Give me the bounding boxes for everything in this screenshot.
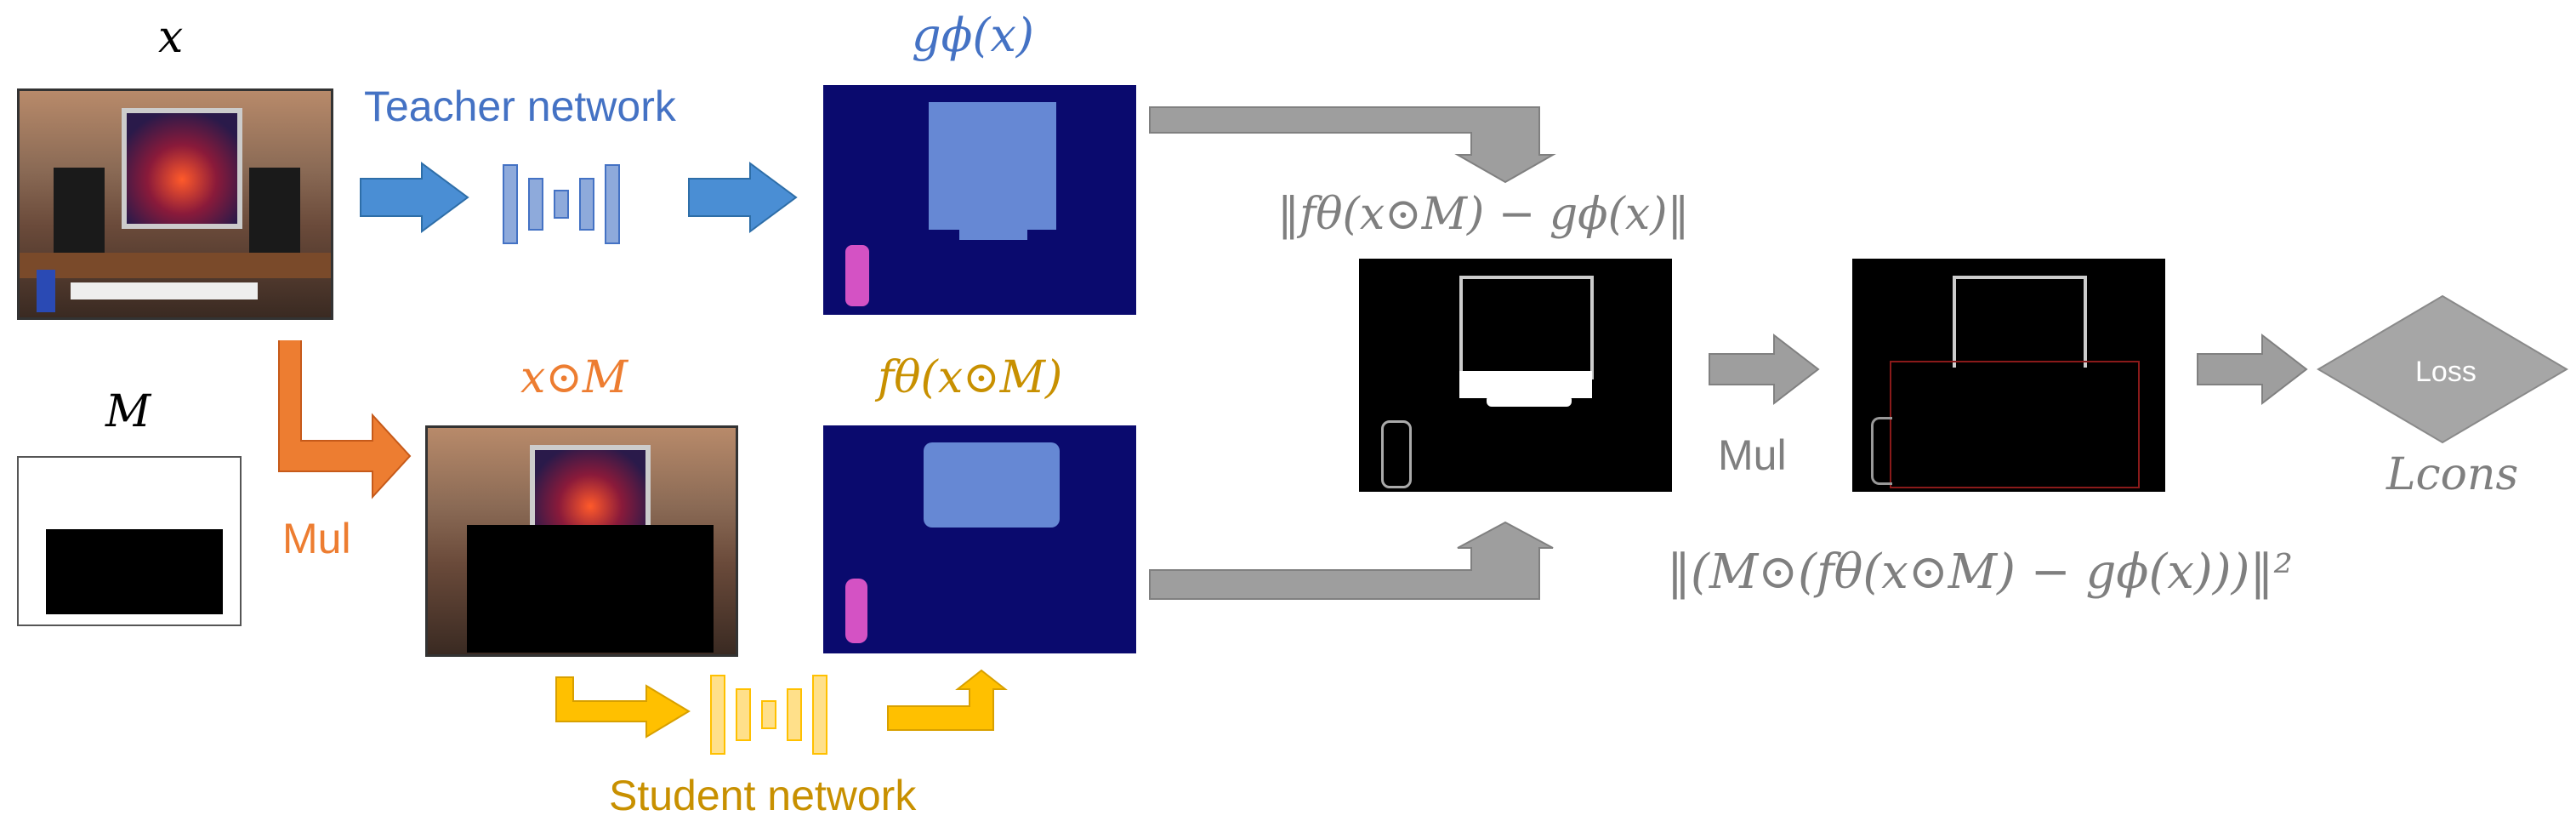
l-cons-label: Lcons xyxy=(2386,449,2519,500)
monitor-shape xyxy=(122,108,242,229)
teacher-output-label: gϕ(x) xyxy=(912,9,1034,62)
desk-shelf xyxy=(20,253,331,278)
speaker-right xyxy=(249,168,300,261)
mul-left-label: Mul xyxy=(282,515,351,562)
masked-input-label: x⊙M xyxy=(520,352,628,403)
masked-diff-monitor-outline xyxy=(1953,276,2087,368)
student-network-label: Student network xyxy=(609,772,917,819)
student-input-arrow xyxy=(555,676,691,739)
teacher-output-arrow xyxy=(688,162,798,233)
masked-norm-label: ‖(M⊙(fθ(x⊙M) − gϕ(x)))‖² xyxy=(1667,545,2293,600)
mul-orange-arrow xyxy=(278,340,412,499)
teacher-input-arrow xyxy=(360,162,469,233)
mul-grey-arrow xyxy=(1709,333,1820,406)
diff-monitor-fill xyxy=(1459,371,1592,398)
mask-black-region xyxy=(46,529,223,614)
diff-monitor-outline xyxy=(1459,276,1594,379)
grey-arrow-bottom xyxy=(1149,521,1554,600)
student-output-arrow xyxy=(887,669,1008,731)
mask-image xyxy=(17,456,242,626)
bottle xyxy=(37,270,55,312)
loss-arrow xyxy=(2197,333,2308,406)
student-network-blocks xyxy=(710,675,827,755)
diff-bottle-outline xyxy=(1381,420,1412,488)
seg-monitor-stand xyxy=(959,226,1027,240)
input-image xyxy=(17,88,333,320)
keyboard xyxy=(71,282,258,299)
masked-region xyxy=(467,525,714,653)
diff-norm-label: ‖fθ(x⊙M) − gϕ(x)‖ xyxy=(1277,189,1690,240)
student-segmentation xyxy=(823,425,1136,653)
loss-label: Loss xyxy=(2415,356,2476,388)
seg-monitor xyxy=(929,102,1056,230)
mask-label: M xyxy=(105,386,151,437)
teacher-segmentation xyxy=(823,85,1136,315)
masked-difference-image xyxy=(1852,259,2165,492)
diff-monitor-stand xyxy=(1487,395,1572,407)
grey-arrow-top xyxy=(1149,106,1556,184)
masked-diff-region xyxy=(1890,361,2140,488)
loss-diamond xyxy=(2317,294,2568,444)
seg-bottle xyxy=(845,245,869,306)
teacher-network-blocks xyxy=(503,164,620,244)
input-image-label: x xyxy=(158,12,184,63)
masked-diff-bottle xyxy=(1871,417,1892,485)
difference-image xyxy=(1359,259,1672,492)
student-seg-monitor xyxy=(924,442,1060,528)
student-seg-bottle xyxy=(845,579,867,643)
speaker-left xyxy=(54,168,105,261)
student-output-label: fθ(x⊙M) xyxy=(878,352,1063,403)
teacher-network-label: Teacher network xyxy=(364,83,676,130)
mul-right-label: Mul xyxy=(1718,431,1787,479)
masked-input-image xyxy=(425,425,738,657)
